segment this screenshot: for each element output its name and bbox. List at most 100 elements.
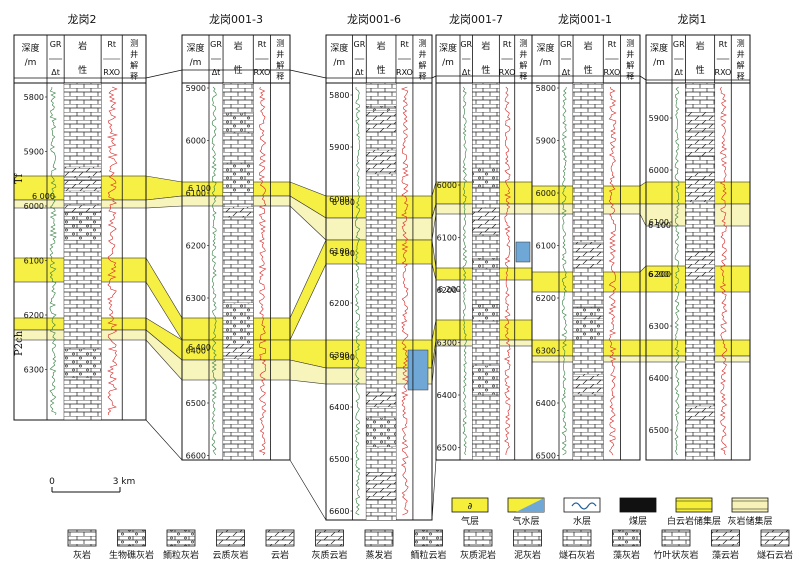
lith-legend-item: 燧石灰岩	[559, 529, 595, 561]
header-depth: 深度	[536, 42, 554, 54]
header-depth: 深度	[186, 42, 204, 54]
header-interp-4: 释	[737, 72, 745, 81]
header-rxo: RXO	[499, 68, 516, 77]
lith-legend-item: 藻灰岩	[612, 529, 641, 561]
header-dt: Δt	[51, 68, 60, 77]
depth-tick-label: 6000	[437, 181, 457, 190]
depth-label-6100-b: 6 100	[332, 249, 355, 258]
depth-tick-label: 6200	[329, 299, 349, 308]
header-gr: GR	[210, 40, 222, 49]
header-rxo: RXO	[396, 68, 413, 77]
depth-tick-label: 6400	[329, 403, 349, 412]
header-lith-2: 性	[696, 64, 705, 76]
well-title-1: 龙岗2	[68, 13, 97, 26]
well-title-6: 龙岗1	[678, 13, 707, 26]
well-track-1: 深度/mGRΔt岩性RtRXO测井解释580059006000610062006…	[13, 34, 147, 421]
lith-legend-item: 灰岩	[67, 529, 97, 561]
lith-legend-label: 燧石云岩	[757, 549, 793, 561]
header-lith-1: 岩	[78, 40, 87, 52]
header-dt: Δt	[674, 68, 683, 77]
header-lith-1: 岩	[696, 40, 705, 52]
depth-label-6300: 6 300	[332, 353, 355, 362]
depth-tick-label: 6500	[536, 452, 556, 461]
legend-item-gaswater: 气水层	[507, 497, 545, 527]
header-lith-2: 性	[377, 64, 386, 76]
water-zone	[407, 349, 429, 391]
depth-tick-label: 5900	[649, 114, 669, 123]
header-dt: Δt	[212, 68, 221, 77]
header-rxo: RXO	[604, 68, 621, 77]
lith-legend-label: 燧石灰岩	[559, 549, 595, 561]
header-interp-1: 测	[519, 39, 527, 48]
header-interp-4: 释	[519, 72, 527, 81]
depth-tick-label: 6100	[649, 218, 669, 227]
header-interp-2: 井	[418, 49, 426, 59]
legend-label: 气层	[461, 515, 479, 527]
depth-tick-label: 6200	[186, 242, 206, 251]
lith-legend-item: 云质灰岩	[212, 529, 249, 561]
scale-zero: 0	[49, 477, 55, 487]
depth-tick-label: 5800	[329, 91, 349, 100]
legend-fluids: ∂气层气水层水层煤层白云岩储集层灰岩储集层	[451, 497, 773, 527]
header-interp-2: 井	[626, 49, 634, 59]
header-interp-3: 解	[519, 60, 527, 70]
depth-tick-label: 6500	[649, 426, 669, 435]
depth-tick-label: 6300	[24, 366, 44, 375]
header-lith-2: 性	[584, 64, 593, 76]
header-interp-1: 测	[418, 39, 426, 48]
header-rt: Rt	[400, 40, 409, 49]
lith-legend-item: 鲕粒云岩	[410, 529, 447, 561]
depth-tick-label: 6100	[24, 257, 44, 266]
depth-tick-label: 6200	[536, 294, 556, 303]
header-rt: Rt	[608, 40, 617, 49]
well-title-2: 龙岗001-3	[209, 13, 263, 26]
depth-tick-label: 5800	[24, 93, 44, 102]
header-gr: GR	[354, 40, 366, 49]
header-interp-4: 释	[130, 72, 138, 81]
header-depth: 深度	[439, 42, 457, 54]
lith-legend-label: 鲕粒灰岩	[163, 549, 199, 561]
header-interp-3: 解	[737, 60, 745, 70]
depth-tick-label: 6500	[329, 455, 349, 464]
header-dt: Δt	[355, 68, 364, 77]
legend-item-water: 水层	[563, 497, 601, 527]
depth-tick-label: 6200	[437, 286, 457, 295]
depth-tick-label: 6500	[437, 444, 457, 453]
lith-legend-label: 蒸发岩	[365, 549, 392, 561]
depth-tick-label: 6100	[536, 242, 556, 251]
header-interp-1: 测	[626, 39, 634, 48]
depth-tick-label: 6100	[329, 247, 349, 256]
header-interp-4: 释	[418, 72, 426, 81]
header-lith-1: 岩	[377, 40, 386, 52]
header-interp-1: 测	[737, 39, 745, 48]
well-tracks: 深度/mGRΔt岩性RtRXO测井解释580059006000610062006…	[13, 34, 751, 521]
depth-label-6100-a: 6 100	[188, 184, 211, 193]
lith-legend-label: 灰岩	[73, 549, 91, 561]
lith-legend-label: 生物礁灰岩	[109, 549, 154, 561]
header-depth-unit: /m	[540, 58, 552, 68]
depth-tick-label: 6000	[536, 189, 556, 198]
header-dt: Δt	[562, 68, 571, 77]
lith-legend-label: 云质灰岩	[212, 549, 248, 561]
depth-label-6000-a: 6 000	[32, 192, 55, 201]
lith-legend-item: 燧石云岩	[757, 529, 793, 561]
depth-tick-label: 6100	[186, 189, 206, 198]
legend-label: 煤层	[629, 515, 647, 527]
well-title-4: 龙岗001-7	[449, 13, 503, 26]
depth-tick-label: 5900	[24, 148, 44, 157]
depth-tick-label: 6600	[329, 507, 349, 516]
scale-label: 3 km	[113, 477, 136, 487]
header-depth: 深度	[21, 42, 39, 54]
depth-tick-label: 6400	[186, 347, 206, 356]
depth-tick-label: 6600	[186, 452, 206, 461]
depth-tick-label: 6200	[24, 311, 44, 320]
lith-legend-item: 蒸发岩	[364, 529, 394, 561]
depth-tick-label: 5900	[536, 137, 556, 146]
depth-label-6100-c: 6 100	[648, 221, 671, 230]
header-interp-4: 释	[276, 72, 284, 81]
well-track-5: 深度/mGRΔt岩性RtRXO测井解释580059006000610062006…	[531, 34, 641, 461]
lith-legend-item: 灰质泥岩	[460, 529, 496, 561]
header-rt: Rt	[107, 40, 116, 49]
depth-tick-label: 5900	[329, 143, 349, 152]
